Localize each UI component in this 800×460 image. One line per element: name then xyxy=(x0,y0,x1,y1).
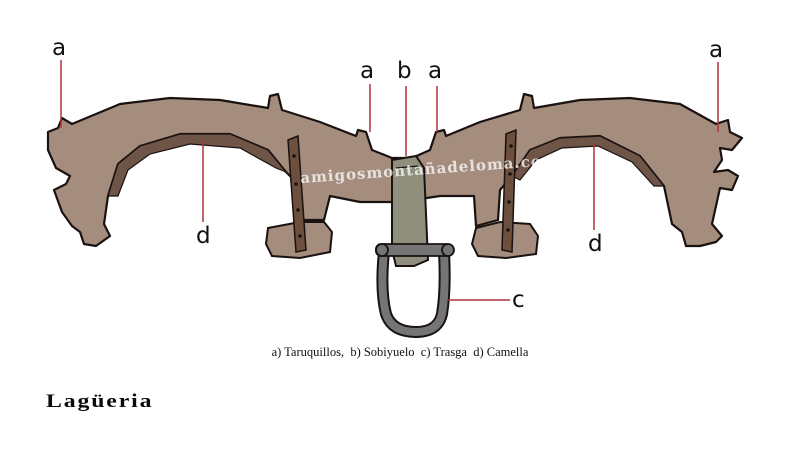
left-leather-strap xyxy=(287,134,307,253)
label-a-center-right: a xyxy=(428,58,442,84)
label-c-trasga: c xyxy=(512,287,525,313)
caption-a: a) Taruquillos, xyxy=(271,345,345,359)
right-arch-band xyxy=(511,135,666,187)
label-d-left: d xyxy=(196,223,211,249)
label-d-right: d xyxy=(588,231,603,257)
trasga-bolt-right xyxy=(441,243,455,257)
label-b-center: b xyxy=(397,58,412,84)
legend-caption: a) Taruquillos, b) Sobiyuelo c) Trasga d… xyxy=(0,345,800,360)
caption-b: b) Sobiyuelo xyxy=(350,345,415,359)
trasga-bolt-left xyxy=(375,243,389,257)
caption-d: d) Camella xyxy=(473,345,529,359)
caption-c: c) Trasga xyxy=(420,345,467,359)
label-a-right: a xyxy=(709,37,723,63)
strap-rivets xyxy=(292,144,513,238)
label-a-center-left: a xyxy=(360,58,374,84)
left-arch-band xyxy=(107,133,287,197)
sobiyuelo-fold xyxy=(395,165,419,169)
leader-lines xyxy=(60,60,719,301)
trasga-loop-metal xyxy=(378,248,449,337)
diagram-title: Lagüeria xyxy=(46,391,154,412)
label-a-left: a xyxy=(52,35,66,61)
right-leather-strap xyxy=(501,128,517,253)
